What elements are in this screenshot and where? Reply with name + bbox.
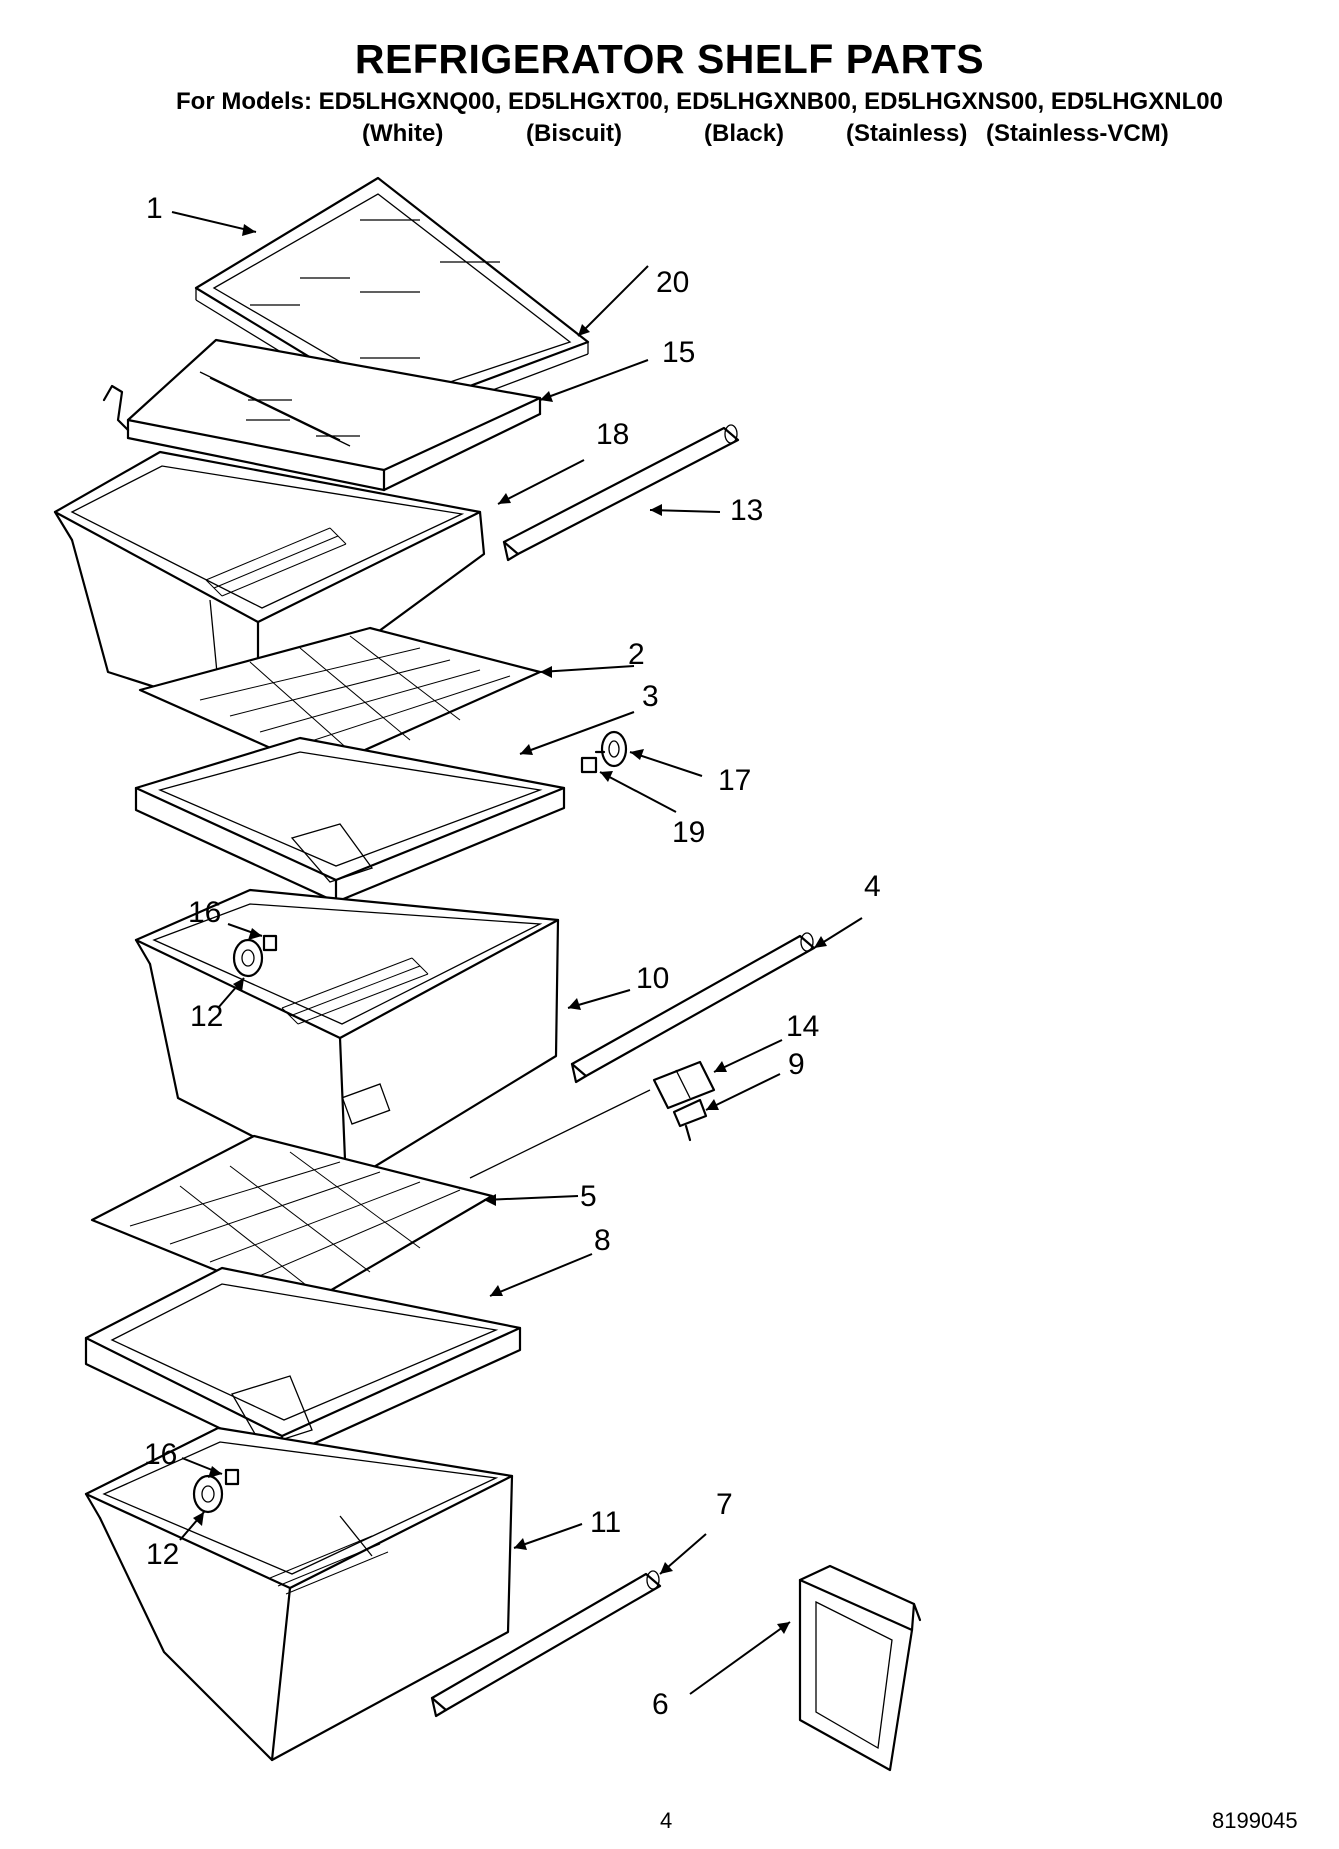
document-number: 8199045 xyxy=(1212,1808,1298,1833)
trim-rail-middle xyxy=(570,932,816,1084)
callout-8: 8 xyxy=(594,1224,611,1257)
trim-rail-lower xyxy=(430,1570,662,1718)
callout-4: 4 xyxy=(864,870,881,903)
crisper-drawer-bottom xyxy=(84,1426,514,1762)
callout-13: 13 xyxy=(730,494,763,527)
callout-12-upper: 12 xyxy=(190,1000,223,1033)
color-label-biscuit: (Biscuit) xyxy=(526,120,622,147)
callout-5: 5 xyxy=(580,1180,597,1213)
callout-10: 10 xyxy=(636,962,669,995)
callout-numbers: 1 20 15 18 13 2 3 17 19 4 16 12 10 14 9 … xyxy=(144,192,881,1721)
callout-1: 1 xyxy=(146,192,163,225)
callout-16-lower: 16 xyxy=(144,1438,177,1471)
label-holder-part xyxy=(798,1564,922,1772)
page-title: REFRIGERATOR SHELF PARTS xyxy=(354,36,985,82)
crisper-drawer-middle xyxy=(134,888,560,1186)
page-number: 4 xyxy=(660,1808,673,1833)
color-label-black: (Black) xyxy=(704,120,785,147)
callout-14: 14 xyxy=(786,1010,819,1043)
clip-bracket-parts xyxy=(652,1060,716,1142)
callout-12-lower: 12 xyxy=(146,1538,179,1571)
color-label-stainless: (Stainless) xyxy=(846,120,968,147)
shelf-frame-part xyxy=(102,338,542,492)
callout-15: 15 xyxy=(662,336,695,369)
callout-16-upper: 16 xyxy=(188,896,221,929)
callout-17: 17 xyxy=(718,764,751,797)
crisper-cover-frame-upper xyxy=(134,736,566,904)
models-line: For Models: ED5LHGXNQ00, ED5LHGXT00, ED5… xyxy=(176,88,1223,115)
leader-lines xyxy=(171,211,863,1695)
callout-9: 9 xyxy=(788,1048,805,1081)
color-label-white: (White) xyxy=(362,120,444,147)
connector-line xyxy=(469,1089,651,1179)
callout-3: 3 xyxy=(642,680,659,713)
callout-7: 7 xyxy=(716,1488,733,1521)
color-label-stainless-vcm: (Stainless-VCM) xyxy=(986,120,1169,147)
glass-insert-lower xyxy=(90,1134,494,1308)
callout-2: 2 xyxy=(628,638,645,671)
roller-and-screw-upper xyxy=(580,730,628,774)
callout-6: 6 xyxy=(652,1688,669,1721)
trim-rail-upper xyxy=(502,424,740,562)
crisper-cover-frame-lower xyxy=(84,1266,522,1460)
callout-11: 11 xyxy=(590,1506,621,1539)
callout-19: 19 xyxy=(672,816,705,849)
callout-20: 20 xyxy=(656,266,689,299)
callout-18: 18 xyxy=(596,418,629,451)
